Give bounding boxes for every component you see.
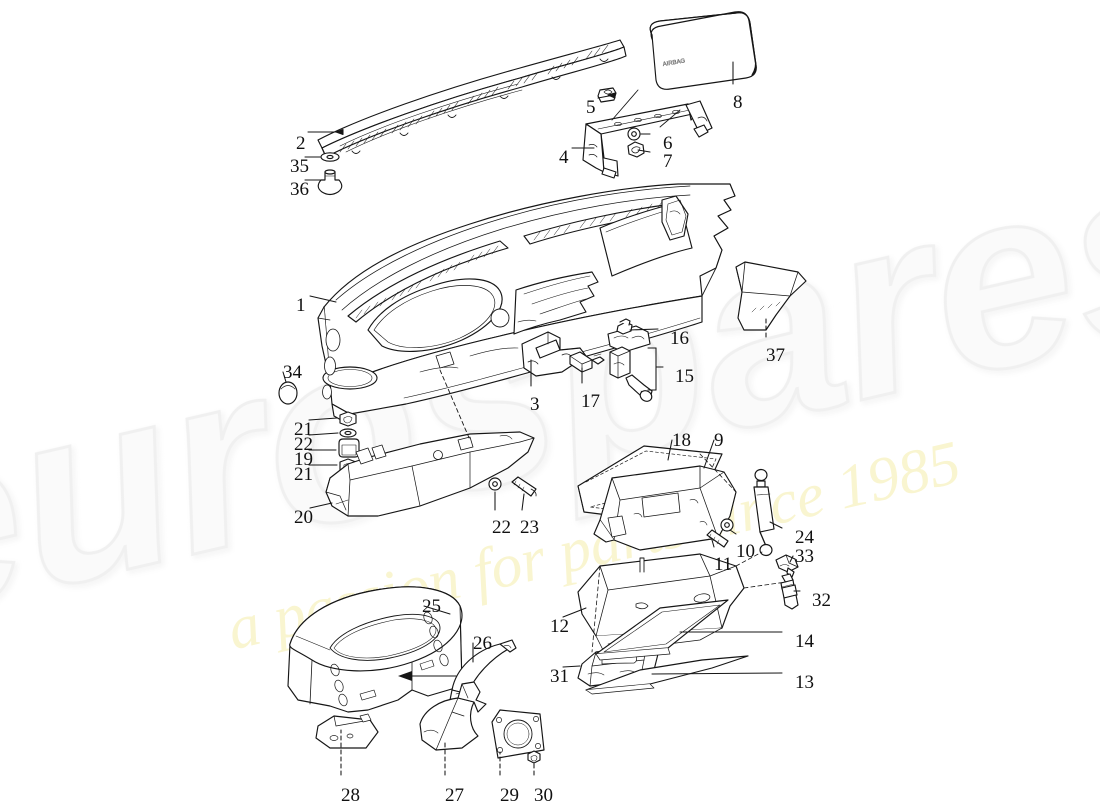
callout-contact-connector: 17 bbox=[581, 391, 600, 412]
part-lock-32 bbox=[780, 573, 799, 610]
part-washer-22b bbox=[488, 477, 502, 491]
part-airbag-bracket-4 bbox=[582, 100, 713, 179]
callout-steering-column-shroud: 27 bbox=[445, 785, 464, 806]
callout-bushing: 19 bbox=[294, 449, 313, 470]
part-flange-plate-29 bbox=[491, 709, 545, 759]
part-side-trim-37 bbox=[735, 261, 807, 331]
callout-nut: 21 bbox=[294, 464, 313, 485]
callout-washer: 35 bbox=[290, 156, 309, 177]
callout-instrument-cluster-cowl: 25 bbox=[422, 596, 441, 617]
callout-blanking-cap: 34 bbox=[283, 362, 302, 383]
part-cluster-cowl-25 bbox=[287, 586, 463, 713]
callout-insulation-mat: 18 bbox=[672, 430, 691, 451]
part-washer-6 bbox=[627, 127, 641, 141]
callout-striker-bracket: 33 bbox=[795, 546, 814, 567]
callout-hex-nut: 7 bbox=[663, 151, 673, 172]
callout-mounting-bracket: 3 bbox=[530, 394, 540, 415]
callout-lower-knee-panel: 20 bbox=[294, 507, 313, 528]
part-cover-plate-28 bbox=[315, 713, 379, 749]
callout-screw: 23 bbox=[520, 517, 539, 538]
callout-clip: 5 bbox=[586, 97, 596, 118]
callout-glove-box-latch-handle: 31 bbox=[550, 666, 569, 687]
part-rivet-36 bbox=[317, 169, 343, 196]
callout-side-trim-panel: 37 bbox=[766, 345, 785, 366]
callout-screw: 11 bbox=[714, 554, 733, 575]
callout-nut: 21 bbox=[294, 419, 313, 440]
callout-washer: 10 bbox=[736, 541, 755, 562]
callout-glove-box-frame: 9 bbox=[714, 430, 724, 451]
svg-text:AIRBAG: AIRBAG bbox=[662, 58, 686, 68]
callout-gas-strut-damper: 24 bbox=[795, 527, 814, 548]
callout-instrument-panel-dashboard: 1 bbox=[296, 295, 306, 316]
part-washer-35 bbox=[320, 152, 340, 162]
part-gas-strut-24 bbox=[753, 468, 775, 557]
part-connector-17 bbox=[569, 351, 605, 373]
part-bracket-3 bbox=[521, 331, 587, 377]
part-top-trim-strip bbox=[317, 39, 627, 158]
leader-lines bbox=[282, 61, 801, 776]
callout-washer: 6 bbox=[663, 133, 673, 154]
callout-washer: 22 bbox=[294, 434, 313, 455]
part-lower-panel-20 bbox=[325, 431, 535, 517]
part-column-shroud-27 bbox=[419, 681, 487, 751]
callout-lid-trim-insert: 14 bbox=[795, 631, 814, 652]
callout-lock-cylinder: 32 bbox=[812, 590, 831, 611]
part-glovebox-frame-9 bbox=[593, 465, 737, 551]
part-instrument-panel-1 bbox=[317, 183, 736, 425]
callout-nut: 30 bbox=[534, 785, 553, 806]
callout-mounting-flange-plate: 29 bbox=[500, 785, 519, 806]
part-screw-11 bbox=[706, 529, 729, 548]
callout-passenger-airbag-cover: 8 bbox=[733, 92, 743, 113]
part-nut-7 bbox=[627, 141, 645, 158]
part-clip-5 bbox=[597, 87, 617, 103]
callout-glove-box-lid: 12 bbox=[550, 616, 569, 637]
part-lid-trim-14 bbox=[595, 599, 729, 661]
part-bulb-holders-15 bbox=[609, 346, 653, 402]
callout-switch-unit: 16 bbox=[670, 328, 689, 349]
callout-cover-plate: 28 bbox=[341, 785, 360, 806]
callout-airbag-support-bracket: 4 bbox=[559, 147, 569, 168]
callout-grab-handle: 26 bbox=[473, 633, 492, 654]
callout-washer: 22 bbox=[492, 517, 511, 538]
part-washer-10 bbox=[720, 518, 734, 532]
part-cap-34 bbox=[278, 381, 298, 405]
callout-expanding-rivet: 36 bbox=[290, 179, 309, 200]
part-nut-30 bbox=[527, 750, 541, 764]
callout-windscreen-top-trim-strip: 2 bbox=[296, 133, 306, 154]
callout-bulb-holder-set: 15 bbox=[675, 366, 694, 387]
part-airbag-cover-8: AIRBAG bbox=[649, 11, 757, 90]
part-switch-16 bbox=[607, 318, 651, 353]
part-screw-23 bbox=[511, 476, 537, 497]
part-striker-33 bbox=[775, 554, 799, 578]
callout-lid-seal-strip: 13 bbox=[795, 672, 814, 693]
part-seal-strip-13 bbox=[585, 655, 749, 695]
